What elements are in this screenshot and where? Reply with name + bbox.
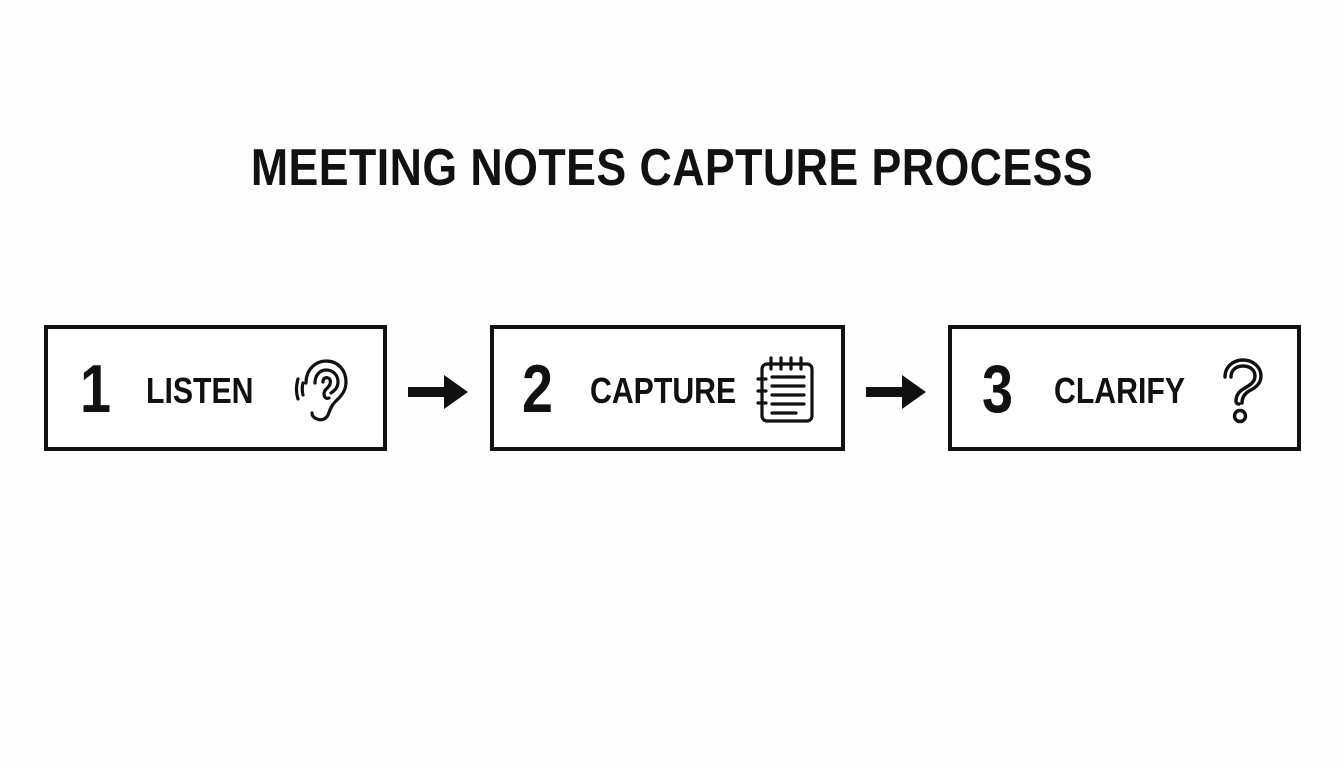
ear-icon	[294, 359, 348, 422]
arrow-right-icon	[866, 375, 926, 409]
step-label: LISTEN	[146, 370, 254, 411]
step-label: CLARIFY	[1054, 370, 1186, 411]
arrow-right-icon	[408, 375, 468, 409]
step-number: 3	[982, 351, 1014, 427]
step-box-clarify: 3 CLARIFY	[948, 325, 1301, 451]
step-label: CAPTURE	[590, 370, 737, 411]
step-number: 2	[522, 351, 554, 427]
notepad-icon	[756, 356, 814, 423]
diagram-title: MEETING NOTES CAPTURE PROCESS	[250, 139, 1094, 197]
step-number: 1	[80, 351, 112, 427]
step-box-listen: 1 LISTEN	[44, 325, 387, 451]
step-box-capture: 2 CAPTURE	[490, 325, 845, 451]
question-mark-icon	[1223, 358, 1263, 424]
